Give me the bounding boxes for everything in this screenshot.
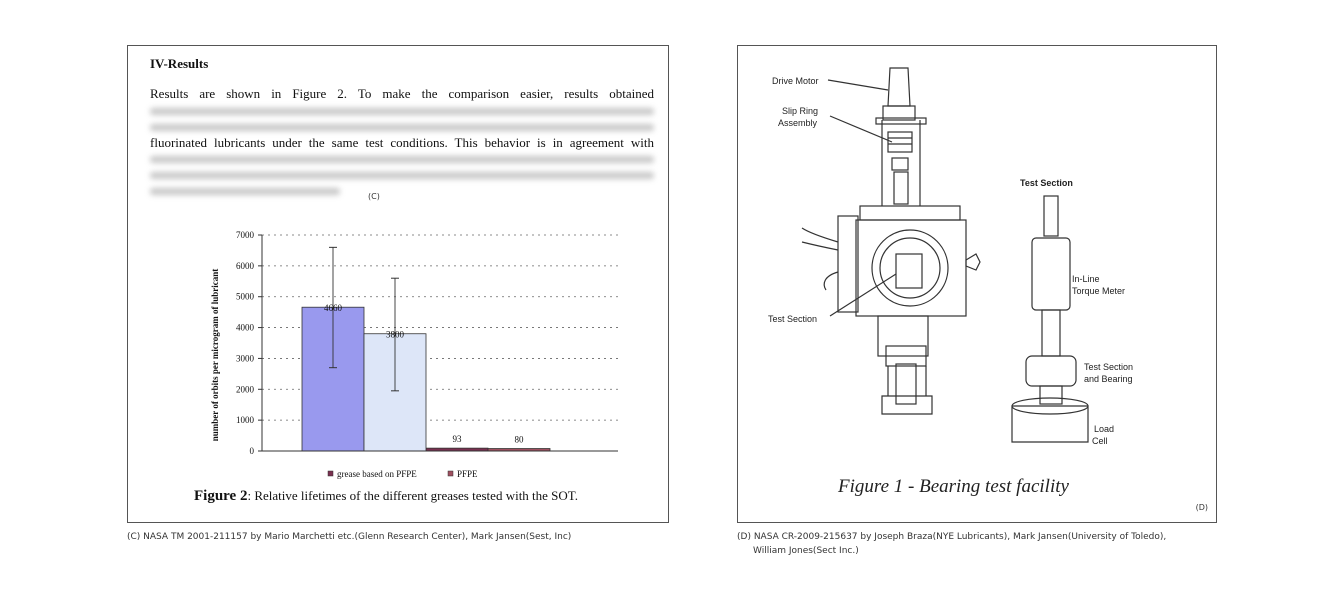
blurred-text-line: [150, 108, 654, 115]
figure-2-label: Figure 2: [194, 488, 248, 504]
bar-value-label: 3800: [386, 330, 405, 340]
y-tick-label: 6000: [236, 261, 255, 271]
chart-y-axis-label: number of orbits per microgram of lubric…: [210, 269, 220, 442]
y-tick-label: 1000: [236, 415, 255, 425]
chart-bars: [301, 306, 551, 452]
y-tick-label: 3000: [236, 353, 255, 363]
legend-label: grease based on PFPE: [337, 469, 417, 479]
chart-error-bars: [329, 246, 399, 392]
bearing-test-facility-diagram: Drive Motor Slip Ring Assembly Test Sect…: [768, 67, 1133, 446]
chamber-window: [871, 229, 949, 307]
source-caption-c: (C) NASA TM 2001-211157 by Mario Marchet…: [127, 532, 572, 542]
y-tick-label: 7000: [236, 230, 255, 240]
paragraph-line-1: Results are shown in Figure 2. To make t…: [150, 86, 654, 101]
label-test-section-bearing-2: and Bearing: [1084, 374, 1133, 384]
legend-swatch: [327, 470, 334, 477]
test-bearing-shape: [1025, 355, 1077, 387]
label-drive-motor: Drive Motor: [772, 76, 819, 86]
test-section-shaft: [1043, 195, 1059, 237]
y-tick-label: 0: [250, 446, 255, 456]
panel-tag-d: (D): [1195, 503, 1208, 512]
slip-ring-shape: [887, 131, 913, 153]
y-tick-label: 2000: [236, 384, 255, 394]
legend-swatch: [447, 470, 454, 477]
label-in-line: In-Line: [1072, 274, 1100, 284]
chart-axes: [261, 235, 618, 452]
panel-c-results-excerpt: IV-Results Results are shown in Figure 2…: [127, 45, 669, 523]
label-test-section-bearing-1: Test Section: [1084, 362, 1133, 372]
blurred-text-line: [150, 172, 654, 179]
bar-value-label: 93: [453, 434, 463, 444]
bar-value-label: 4660: [324, 303, 343, 313]
chart-legend: grease based on PFPE PFPE: [327, 469, 478, 479]
torque-meter-shape: [1031, 237, 1071, 311]
blurred-text-line: [150, 156, 654, 163]
drive-motor-shape: [887, 67, 911, 107]
chart-data-labels: 4660 93 3800 80: [324, 303, 524, 444]
y-tick-label: 4000: [236, 323, 255, 333]
figure-2-caption-text: : Relative lifetimes of the different gr…: [247, 488, 579, 503]
bar-chart: 0 1000 2000 3000 4000 5000 6000 7000 4660 93 3800…: [210, 230, 618, 479]
load-cell-shape: [1011, 405, 1089, 443]
label-load: Load: [1094, 424, 1114, 434]
section-heading: IV-Results: [150, 56, 209, 71]
blurred-text-line: [150, 188, 340, 195]
blurred-text-line: [150, 124, 654, 131]
label-cell: Cell: [1092, 436, 1108, 446]
panel-tag-c: (C): [368, 192, 380, 201]
figure-1-caption: Figure 1 - Bearing test facility: [838, 476, 1069, 497]
legend-label: PFPE: [457, 469, 478, 479]
source-caption-d-line2: William Jones(Sect Inc.): [753, 546, 859, 556]
label-slip-ring: Slip Ring: [782, 106, 818, 116]
figure-2-caption: Figure 2: Relative lifetimes of the diff…: [194, 488, 578, 505]
chamber-top-flange: [859, 205, 961, 221]
chart-y-ticks: 0 1000 2000 3000 4000 5000 6000 7000: [236, 230, 262, 456]
source-caption-d-line1: (D) NASA CR-2009-215637 by Joseph Braza(…: [737, 532, 1167, 542]
label-test-section-left: Test Section: [768, 314, 817, 324]
y-tick-label: 5000: [236, 292, 255, 302]
bar-value-label: 80: [515, 435, 525, 445]
paragraph-line-2: fluorinated lubricants under the same te…: [150, 135, 654, 150]
motor-mount: [882, 105, 916, 121]
label-assembly: Assembly: [778, 118, 818, 128]
label-test-section-title: Test Section: [1020, 178, 1073, 188]
panel-d-bearing-facility: Drive Motor Slip Ring Assembly Test Sect…: [737, 45, 1217, 523]
label-torque-meter: Torque Meter: [1072, 286, 1125, 296]
